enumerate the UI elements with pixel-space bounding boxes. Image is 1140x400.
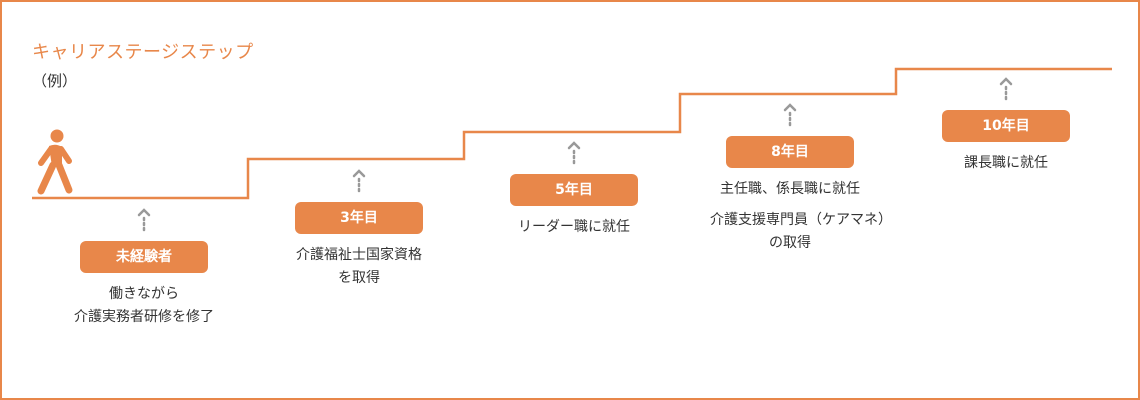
dotted-up-arrow-icon — [783, 103, 797, 128]
step-badge: 3年目 — [295, 202, 423, 234]
step-description-line: を取得 — [338, 270, 380, 286]
step-description-line: 主任職、係長職に就任 — [720, 181, 860, 197]
walking-person-icon — [37, 129, 73, 195]
diagram-title: キャリアステージステップ — [32, 42, 254, 63]
step-description: 主任職、係長職に就任 介護支援専門員（ケアマネ） の取得 — [710, 178, 892, 255]
step-badge: 8年目 — [726, 136, 854, 168]
step-description-line: 介護支援専門員（ケアマネ） — [710, 212, 892, 228]
diagram-subtitle: （例） — [32, 72, 78, 90]
step-description-line: リーダー職に就任 — [518, 219, 630, 235]
step-description-line: 介護実務者研修を修了 — [74, 309, 214, 325]
step-year-8: 8年目 主任職、係長職に就任 介護支援専門員（ケアマネ） の取得 — [710, 102, 892, 255]
step-year-10: 10年目 課長職に就任 — [926, 76, 1086, 175]
dotted-up-arrow-icon — [137, 208, 151, 233]
step-badge: 5年目 — [510, 174, 638, 206]
step-description-line: 働きながら — [109, 286, 179, 302]
step-description-line: 介護福祉士国家資格 — [296, 247, 422, 263]
dotted-up-arrow-icon — [352, 169, 366, 194]
step-description: 課長職に就任 — [926, 152, 1086, 175]
step-description: リーダー職に就任 — [494, 216, 654, 239]
step-description: 介護福祉士国家資格 を取得 — [279, 244, 439, 290]
dotted-up-arrow-icon — [999, 77, 1013, 102]
step-badge: 未経験者 — [80, 241, 208, 273]
step-year-3: 3年目 介護福祉士国家資格 を取得 — [279, 168, 439, 290]
step-year-5: 5年目 リーダー職に就任 — [494, 140, 654, 239]
step-description: 働きながら 介護実務者研修を修了 — [64, 283, 224, 329]
step-badge: 10年目 — [942, 110, 1070, 142]
step-description-line: の取得 — [769, 235, 811, 251]
step-description-line: 課長職に就任 — [964, 155, 1048, 171]
step-inexperienced: 未経験者 働きながら 介護実務者研修を修了 — [64, 207, 224, 329]
dotted-up-arrow-icon — [567, 141, 581, 166]
